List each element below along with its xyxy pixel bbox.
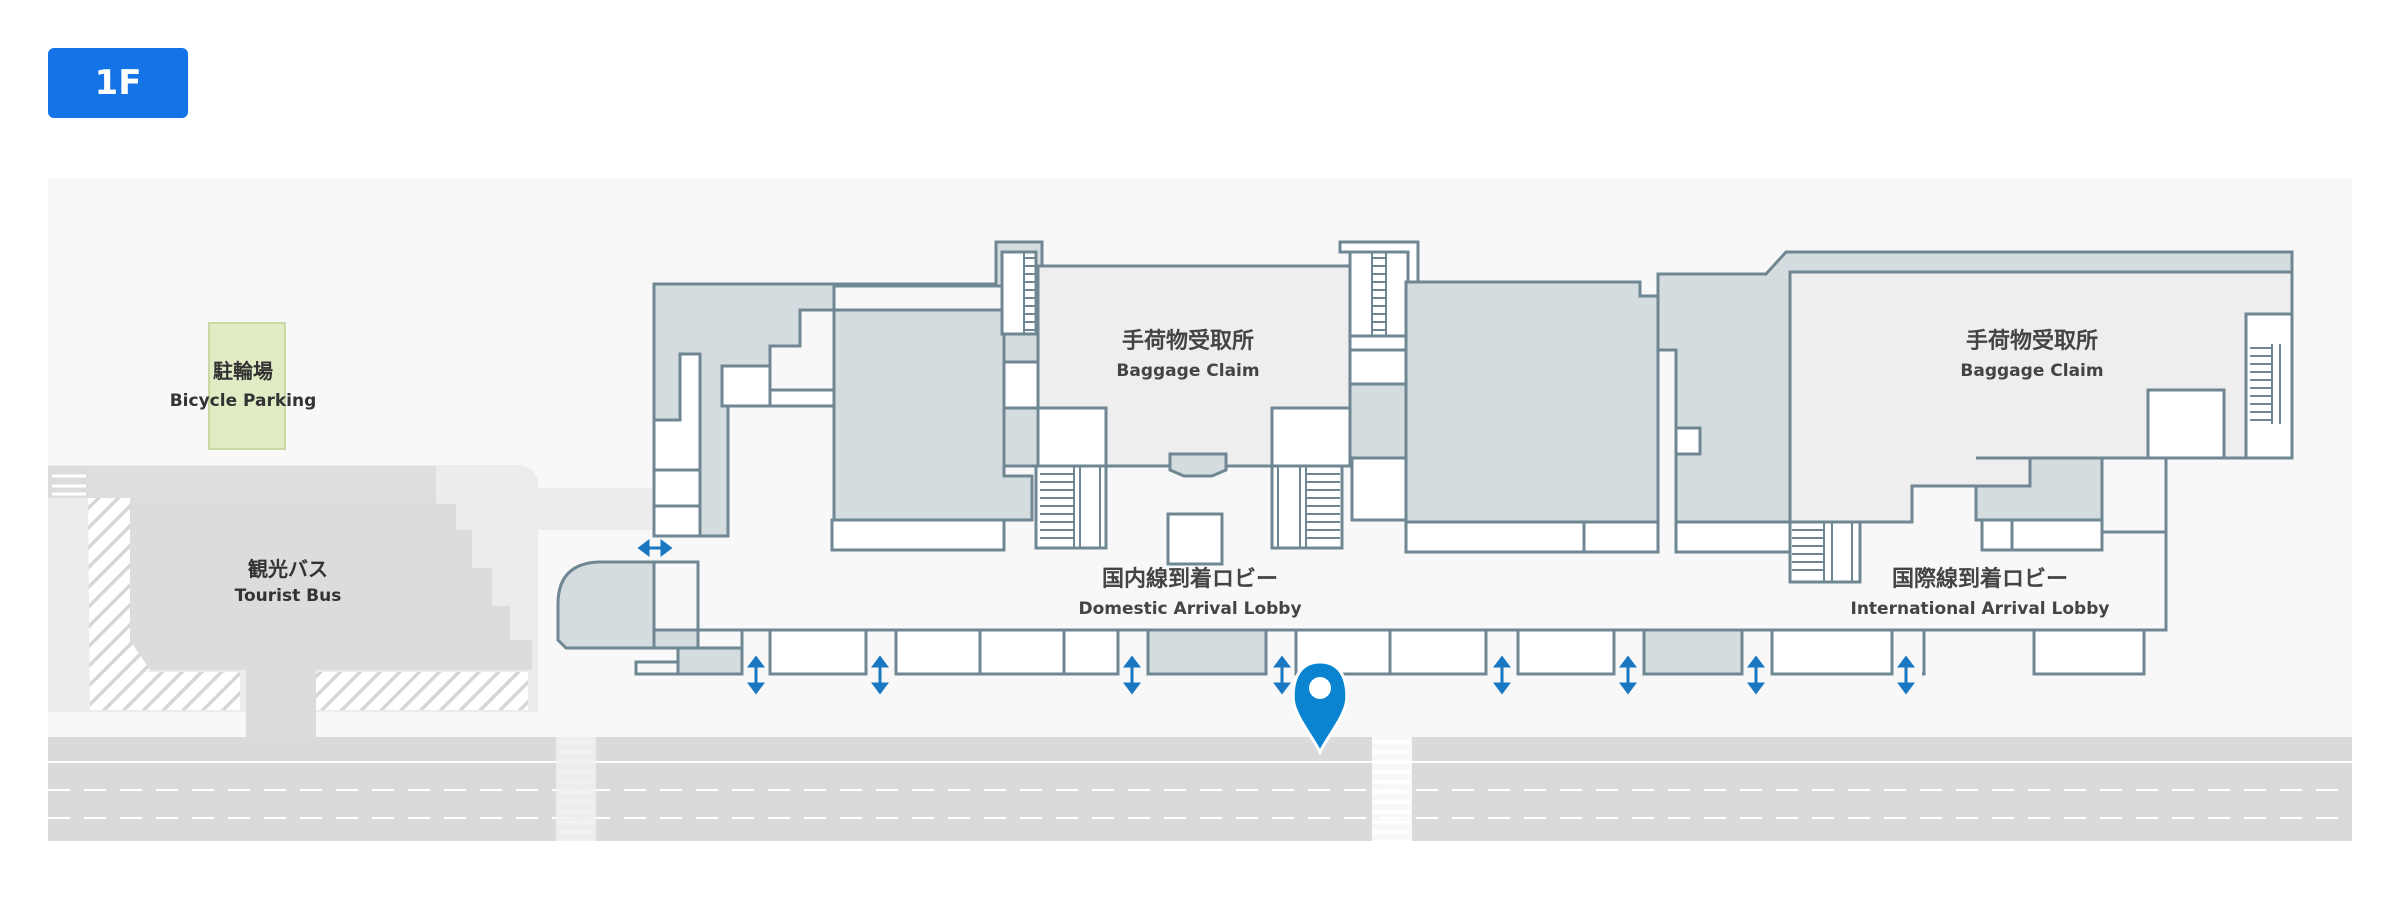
entrance-markers bbox=[637, 539, 1915, 695]
domestic-baggage-claim-label-ja: 手荷物受取所 bbox=[1122, 328, 1254, 354]
terminal-building bbox=[556, 240, 2294, 676]
bicycle-parking: 駐輪場 Bicycle Parking bbox=[170, 322, 317, 450]
walkway bbox=[538, 488, 656, 530]
crosswalk bbox=[1372, 740, 1410, 834]
bicycle-parking-label-en: Bicycle Parking bbox=[170, 391, 317, 411]
location-pin-icon[interactable] bbox=[1291, 660, 1349, 756]
domestic-arrival-lobby-label-ja: 国内線到着ロビー bbox=[1102, 566, 1278, 592]
international-baggage-claim-label-en: Baggage Claim bbox=[1960, 361, 2103, 381]
crosswalk bbox=[558, 740, 594, 834]
international-arrival-lobby-label-ja: 国際線到着ロビー bbox=[1892, 566, 2068, 592]
floor-selector-button[interactable]: 1F bbox=[48, 48, 188, 118]
road bbox=[48, 737, 2352, 841]
tourist-bus-label-ja: 観光バス bbox=[248, 557, 328, 581]
tourist-bus-label-en: Tourist Bus bbox=[235, 586, 342, 606]
domestic-arrival-lobby-label-en: Domestic Arrival Lobby bbox=[1078, 599, 1301, 619]
international-arrival-lobby-label-en: International Arrival Lobby bbox=[1851, 599, 2110, 619]
international-baggage-claim-label-ja: 手荷物受取所 bbox=[1966, 328, 2098, 354]
domestic-baggage-claim-label-en: Baggage Claim bbox=[1116, 361, 1259, 381]
tourist-bus-area: 観光バス Tourist Bus bbox=[48, 465, 640, 738]
bicycle-parking-label-ja: 駐輪場 bbox=[213, 359, 273, 383]
